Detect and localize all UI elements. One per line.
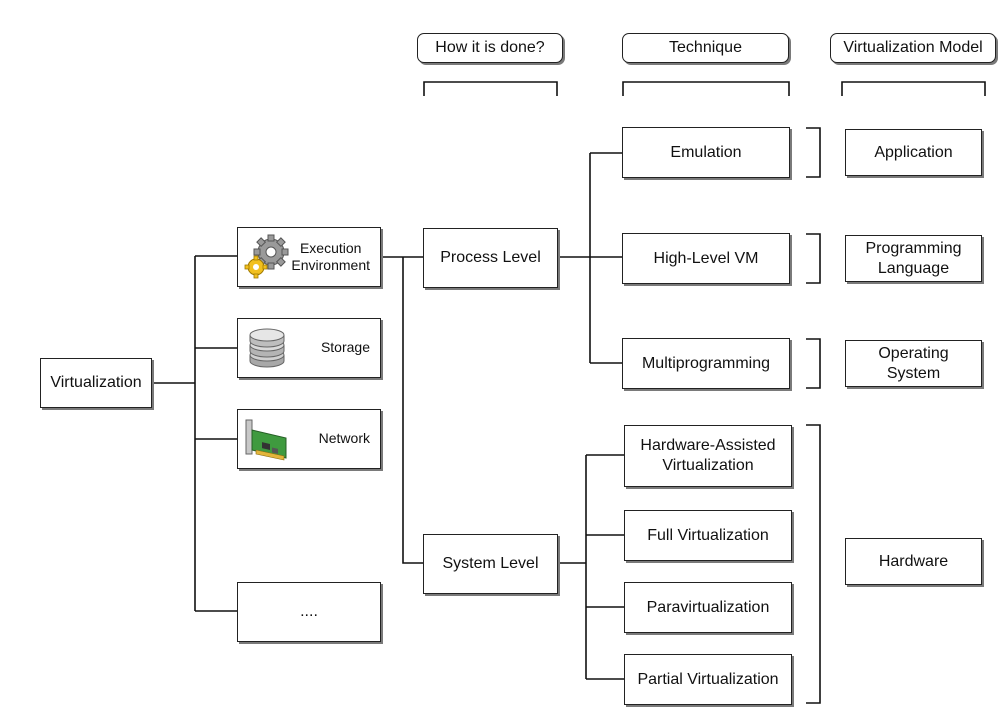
how-header-bracket [423,81,558,96]
header-how-it-is-done: How it is done? [417,33,563,63]
operating-system-model-node: Operating System [845,340,982,387]
more-resources-node: .... [237,582,381,642]
network-card-icon [244,416,290,462]
storage-label: Storage [320,339,370,356]
model-header-bracket [841,81,986,96]
partial-virtualization-node: Partial Virtualization [624,654,792,705]
application-model-node: Application [845,129,982,176]
virtualization-node: Virtualization [40,358,152,408]
programming-language-model-node: Programming Language [845,235,982,282]
bracket-operating-system [806,338,821,389]
storage-node: Storage [237,318,381,378]
technique-header-bracket [622,81,790,96]
bracket-application [806,127,821,178]
disk-stack-icon [244,325,290,371]
full-virtualization-node: Full Virtualization [624,510,792,561]
network-node: Network [237,409,381,469]
network-label: Network [318,430,370,447]
system-level-node: System Level [423,534,558,594]
header-virtualization-model: Virtualization Model [830,33,996,63]
bracket-hardware [806,424,821,704]
hardware-model-node: Hardware [845,538,982,585]
paravirtualization-node: Paravirtualization [624,582,792,633]
execution-environment-node: Execution Environment [237,227,381,287]
execution-environment-label: Execution Environment [291,239,370,274]
multiprogramming-node: Multiprogramming [622,338,790,389]
header-technique: Technique [622,33,789,63]
hardware-assisted-virtualization-node: Hardware-Assisted Virtualization [624,425,792,487]
bracket-programming-language [806,233,821,284]
process-level-node: Process Level [423,228,558,288]
gears-icon [244,234,290,280]
high-level-vm-node: High-Level VM [622,233,790,284]
emulation-node: Emulation [622,127,790,178]
